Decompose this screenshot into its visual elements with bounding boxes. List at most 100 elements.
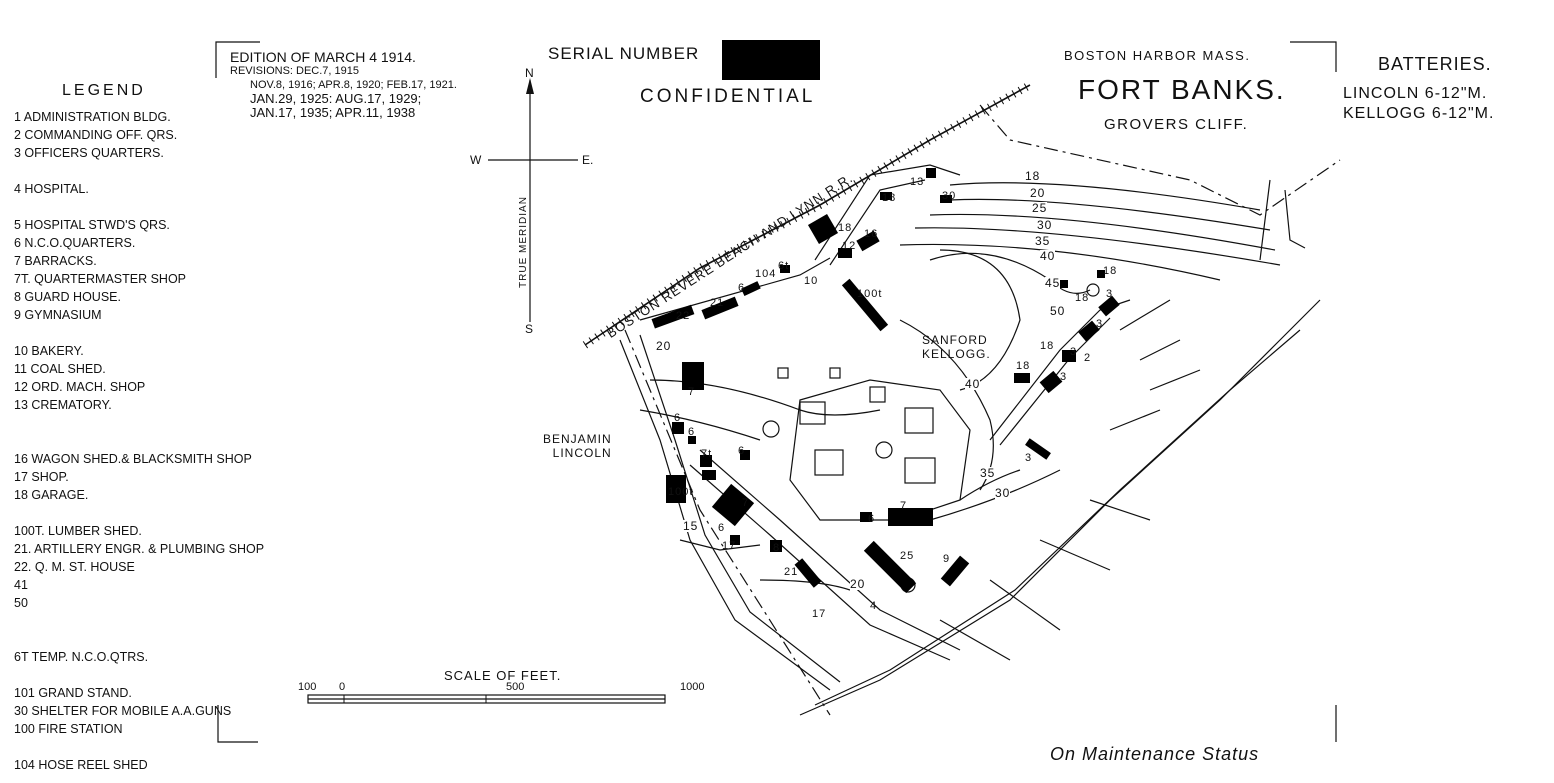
legend-item: 3 OFFICERS QUARTERS. bbox=[14, 146, 164, 160]
revision-line: JAN.17, 1935; APR.11, 1938 bbox=[250, 105, 416, 120]
battery-item: LINCOLN 6-12"M. bbox=[1343, 85, 1488, 102]
road bbox=[619, 339, 831, 691]
legend-item: 30 SHELTER FOR MOBILE A.A.GUNS bbox=[14, 704, 232, 718]
label-line: SANFORD bbox=[922, 333, 988, 347]
building bbox=[711, 483, 755, 527]
boundary-line bbox=[624, 104, 1341, 716]
contour-label: 35 bbox=[1035, 234, 1051, 248]
label-line: KELLOGG. bbox=[922, 347, 991, 361]
building bbox=[1078, 320, 1100, 342]
building bbox=[1098, 295, 1120, 317]
building-number: 9 bbox=[943, 553, 951, 565]
contour-label: 18 bbox=[1025, 169, 1041, 183]
building-number: 6 bbox=[674, 412, 682, 424]
building-number: 17 bbox=[722, 540, 737, 552]
building-number: 2 bbox=[1084, 352, 1092, 364]
building bbox=[1060, 280, 1068, 288]
contour bbox=[959, 469, 1021, 501]
location-label: BOSTON HARBOR MASS. bbox=[1064, 48, 1251, 63]
label-line: LINCOLN bbox=[552, 446, 612, 460]
contour bbox=[759, 579, 851, 591]
contour-label: 40 bbox=[965, 377, 981, 391]
road bbox=[639, 257, 831, 321]
parade-p-marker bbox=[875, 441, 893, 459]
building bbox=[770, 540, 782, 552]
scale-tick: 500 bbox=[506, 681, 525, 693]
legend-item: 6t TEMP. N.C.O.QTRS. bbox=[14, 650, 149, 664]
building-number: 6 bbox=[868, 513, 876, 525]
label-line: BENJAMIN bbox=[543, 432, 612, 446]
building bbox=[1062, 350, 1076, 362]
building bbox=[666, 475, 686, 503]
legend-item: 100 FIRE STATION bbox=[14, 722, 123, 736]
building-number: 6t bbox=[778, 260, 790, 272]
building bbox=[856, 230, 880, 252]
battery-emplacement bbox=[829, 367, 841, 379]
revision-line: JAN.29, 1925: AUG.17, 1929; bbox=[250, 91, 422, 106]
building bbox=[794, 558, 822, 588]
revision-line: REVISIONS: DEC.7, 1915 bbox=[230, 65, 359, 77]
building-number: 3 bbox=[1106, 288, 1114, 300]
battery-emplacement bbox=[904, 457, 936, 484]
building-number: 7 bbox=[688, 386, 696, 398]
building bbox=[740, 450, 750, 460]
building bbox=[741, 281, 761, 297]
contour-label: 30 bbox=[1037, 218, 1053, 232]
contour bbox=[914, 227, 1281, 266]
building bbox=[730, 535, 740, 545]
legend-item: 101 GRAND STAND. bbox=[14, 686, 132, 700]
edition-date: EDITION OF MARCH 4 1914. bbox=[230, 49, 416, 65]
contour bbox=[929, 213, 1276, 251]
building-number: 6 bbox=[688, 426, 696, 438]
legend-item: 1 ADMINISTRATION BLDG. bbox=[14, 110, 171, 124]
contour-label: 20 bbox=[850, 577, 866, 591]
battery-lincoln-label: BENJAMIN LINCOLN bbox=[543, 432, 612, 460]
building bbox=[701, 296, 739, 320]
contour bbox=[939, 249, 1021, 391]
battery-emplacement bbox=[904, 407, 934, 434]
building bbox=[1025, 438, 1051, 460]
legend-item: 22. Q. M. ST. HOUSE bbox=[14, 560, 135, 574]
map-subtitle: GROVERS CLIFF. bbox=[1104, 116, 1249, 133]
building-number: 22 bbox=[676, 310, 691, 322]
building-number: 6 bbox=[738, 445, 746, 457]
building-number: 13 bbox=[910, 176, 925, 188]
legend-item: 12 ORD. MACH. SHOP bbox=[14, 380, 146, 394]
contour-label: 20 bbox=[656, 339, 672, 353]
scale-tick: 100 bbox=[298, 681, 317, 693]
buildings bbox=[651, 168, 1120, 594]
building-number: 18 bbox=[1016, 360, 1031, 372]
building bbox=[860, 512, 872, 522]
building-number: 18 bbox=[1075, 292, 1090, 304]
frame-mark bbox=[1290, 41, 1337, 72]
building bbox=[702, 470, 716, 480]
road bbox=[799, 299, 1321, 716]
building-number: 6 bbox=[718, 522, 726, 534]
building-number: 104 bbox=[755, 268, 777, 280]
building bbox=[1039, 370, 1063, 394]
road bbox=[829, 179, 926, 266]
road bbox=[939, 499, 1151, 661]
classification: CONFIDENTIAL bbox=[640, 86, 816, 107]
building-number: 7 bbox=[742, 497, 750, 509]
contour bbox=[679, 539, 761, 551]
building-number: 17 bbox=[812, 608, 827, 620]
building bbox=[880, 192, 892, 200]
contour-label: 25 bbox=[1032, 201, 1048, 215]
legend-item: 13 CREMATORY. bbox=[14, 398, 112, 412]
parade-p-marker bbox=[762, 420, 780, 438]
compass-north: N bbox=[525, 66, 534, 80]
building-number: 21 bbox=[710, 297, 725, 309]
legend-item: 41 bbox=[14, 578, 28, 592]
legend-list: 1 ADMINISTRATION BLDG.2 COMMANDING OFF. … bbox=[14, 108, 264, 774]
battery-emplacement bbox=[814, 449, 844, 476]
legend-item: 7 BARRACKS. bbox=[14, 254, 97, 268]
legend-item: 18 GARAGE. bbox=[14, 488, 89, 502]
contour-label: 35 bbox=[980, 466, 996, 480]
building-number: 25 bbox=[900, 550, 915, 562]
frame-mark bbox=[215, 41, 260, 78]
building bbox=[1097, 270, 1105, 278]
building bbox=[888, 508, 933, 526]
building-number: 3 bbox=[1096, 318, 1104, 330]
